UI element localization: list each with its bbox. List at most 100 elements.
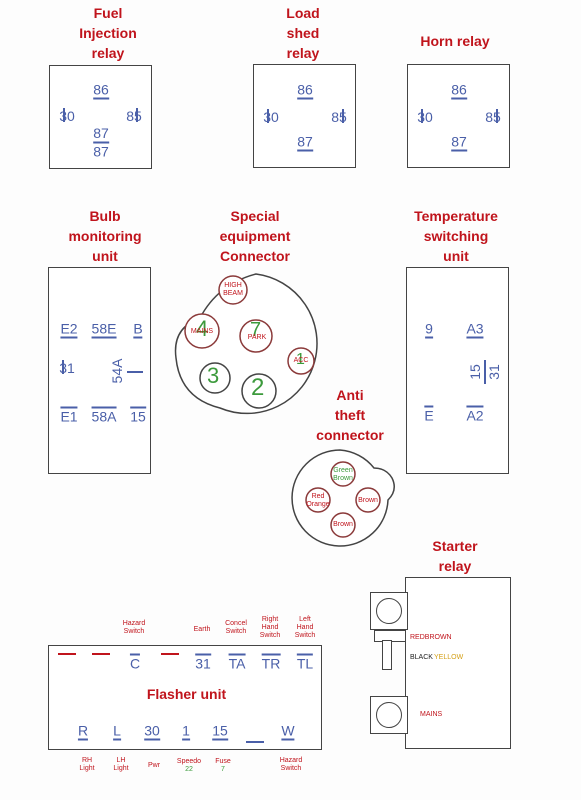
fuel-relay-pin-30: 30 — [59, 108, 75, 124]
fuel-relay-pin-87: 87 — [93, 125, 109, 141]
flasher-label-hazard-switch-bottom: Hazard Switch — [279, 757, 303, 772]
pin-3-number: 3 — [207, 363, 220, 388]
fuel-relay-pin-86: 86 — [93, 81, 109, 100]
flasher-label-lh-light: LH Light — [113, 757, 129, 772]
bulb-bar-31 — [62, 360, 64, 374]
load-relay-bar-left — [267, 109, 269, 123]
starter-bottom-terminal — [370, 696, 408, 734]
flasher-pin-w: W — [281, 722, 295, 741]
fuel-relay-pin-87b: 87 — [93, 141, 109, 160]
park-number: 7 — [250, 319, 262, 341]
anti-theft-top-label: Green Brown — [333, 467, 353, 482]
temperature-switching-unit-title: Temperature switching unit — [414, 208, 498, 264]
temperature-switching-unit: 9 A3 15 31 E A2 — [406, 267, 509, 474]
starter-spade-stem — [382, 640, 392, 670]
temp-pin-e: E — [424, 405, 434, 424]
flasher-blank-pin-2 — [92, 653, 110, 655]
starter-yellow-label: YELLOW — [434, 654, 464, 661]
horn-relay-pin-30: 30 — [417, 109, 433, 125]
fuel-injection-relay: 86 30 85 87 87 — [49, 65, 152, 169]
load-relay-pin-86: 86 — [297, 81, 313, 100]
load-relay-pin-30: 30 — [263, 109, 279, 125]
horn-relay-title: Horn relay — [420, 33, 490, 49]
temp-pin-15: 15 — [467, 364, 483, 380]
starter-bottom-terminal-ring — [376, 702, 402, 728]
flasher-label-speedo: Speedo — [176, 758, 202, 765]
bulb-pin-e1: E1 — [60, 406, 78, 425]
flasher-label-rh-light: RH Light — [79, 757, 95, 772]
flasher-unit: C 31 TA TR TL Flasher unit R L 30 1 15 W — [48, 645, 322, 750]
high-beam-label: HIGH BEAM — [223, 282, 243, 297]
flasher-pin-tr: TR — [261, 653, 281, 672]
flasher-pin-ta: TA — [228, 653, 246, 672]
bulb-pin-58a: 58A — [91, 406, 117, 425]
bulb-pin-15: 15 — [130, 406, 146, 425]
bulb-monitoring-unit-title: Bulb monitoring unit — [68, 208, 142, 264]
park-label: PARK — [247, 334, 267, 341]
flasher-label-fuse: Fuse — [215, 758, 231, 765]
flasher-label-fuse-num: 7 — [221, 766, 225, 773]
flasher-pin-1: 1 — [182, 722, 190, 741]
anti-theft-connector-title: Anti theft connector — [316, 387, 384, 443]
starter-relay: REDBROWN BLACK YELLOW MAINS — [405, 577, 511, 749]
flasher-label-left-hand-switch: Left Hand Switch — [294, 616, 316, 639]
bulb-pin-58e: 58E — [91, 320, 117, 339]
starter-redbrown-label: REDBROWN — [410, 634, 452, 641]
temp-pin-31: 31 — [486, 364, 502, 380]
special-equipment-connector — [174, 273, 318, 415]
load-relay-pin-87: 87 — [297, 133, 313, 152]
load-relay-bar-right — [342, 109, 344, 123]
fuel-relay-bar-right — [136, 108, 138, 122]
horn-relay-pin-86: 86 — [451, 81, 467, 100]
flasher-blank-pin-bottom — [246, 741, 264, 743]
starter-top-terminal — [370, 592, 408, 630]
starter-top-terminal-ring — [376, 598, 402, 624]
fuel-injection-relay-title: Fuel Injection relay — [79, 5, 137, 61]
special-pin-2 — [241, 373, 277, 409]
fuel-relay-bar-left — [63, 108, 65, 122]
special-equipment-connector-title: Special equipment Connector — [219, 208, 291, 264]
temp-bar-15-31 — [484, 360, 486, 384]
bulb-bar-54a — [127, 371, 143, 373]
temp-pin-9: 9 — [425, 320, 433, 339]
load-shed-relay: 86 30 85 87 — [253, 64, 356, 168]
bulb-pin-54a: 54A — [109, 358, 125, 384]
anti-theft-pin-right — [355, 487, 381, 513]
bulb-pin-e2: E2 — [60, 320, 78, 339]
pin-2-number: 2 — [251, 374, 265, 401]
flasher-pin-15: 15 — [212, 722, 228, 741]
anti-theft-pin-bottom — [330, 512, 356, 538]
flasher-pin-r: R — [77, 722, 89, 741]
anti-theft-pin-top — [330, 461, 356, 487]
flasher-label-concel-switch: Concel Switch — [225, 620, 247, 635]
flasher-label-pwr: Pwr — [147, 762, 161, 769]
temp-pin-a2: A2 — [466, 405, 484, 424]
horn-relay-pin-87: 87 — [451, 133, 467, 152]
acc-number: 1 — [296, 351, 305, 368]
mains-label: MAINS — [190, 328, 214, 335]
flasher-pin-tl: TL — [296, 653, 314, 672]
anti-theft-connector — [291, 449, 395, 547]
horn-relay-pin-85: 85 — [485, 109, 501, 125]
flasher-blank-pin-1 — [58, 653, 76, 655]
special-pin-high-beam — [218, 275, 248, 305]
load-relay-pin-85: 85 — [331, 109, 347, 125]
special-pin-3 — [199, 362, 231, 394]
anti-theft-left-label: Red Orange — [306, 493, 330, 508]
anti-theft-bottom-label: Brown — [333, 521, 353, 528]
special-pin-acc — [287, 347, 315, 375]
flasher-pin-30: 30 — [144, 722, 160, 741]
flasher-pin-31: 31 — [195, 653, 211, 672]
load-shed-relay-title: Load shed relay — [286, 5, 320, 61]
flasher-label-speedo-num: 22 — [185, 766, 193, 773]
flasher-label-right-hand-switch: Right Hand Switch — [259, 616, 281, 639]
acc-label: ACC — [293, 357, 309, 364]
special-pin-park — [239, 319, 273, 353]
anti-theft-right-label: Brown — [358, 497, 378, 504]
flasher-unit-title: Flasher unit — [146, 686, 227, 702]
horn-relay-bar-right — [496, 109, 498, 123]
horn-relay: 86 30 85 87 — [407, 64, 510, 168]
flasher-pin-l: L — [113, 722, 121, 741]
flasher-label-hazard-switch-top: Hazard Switch — [122, 620, 146, 635]
horn-relay-bar-left — [421, 109, 423, 123]
